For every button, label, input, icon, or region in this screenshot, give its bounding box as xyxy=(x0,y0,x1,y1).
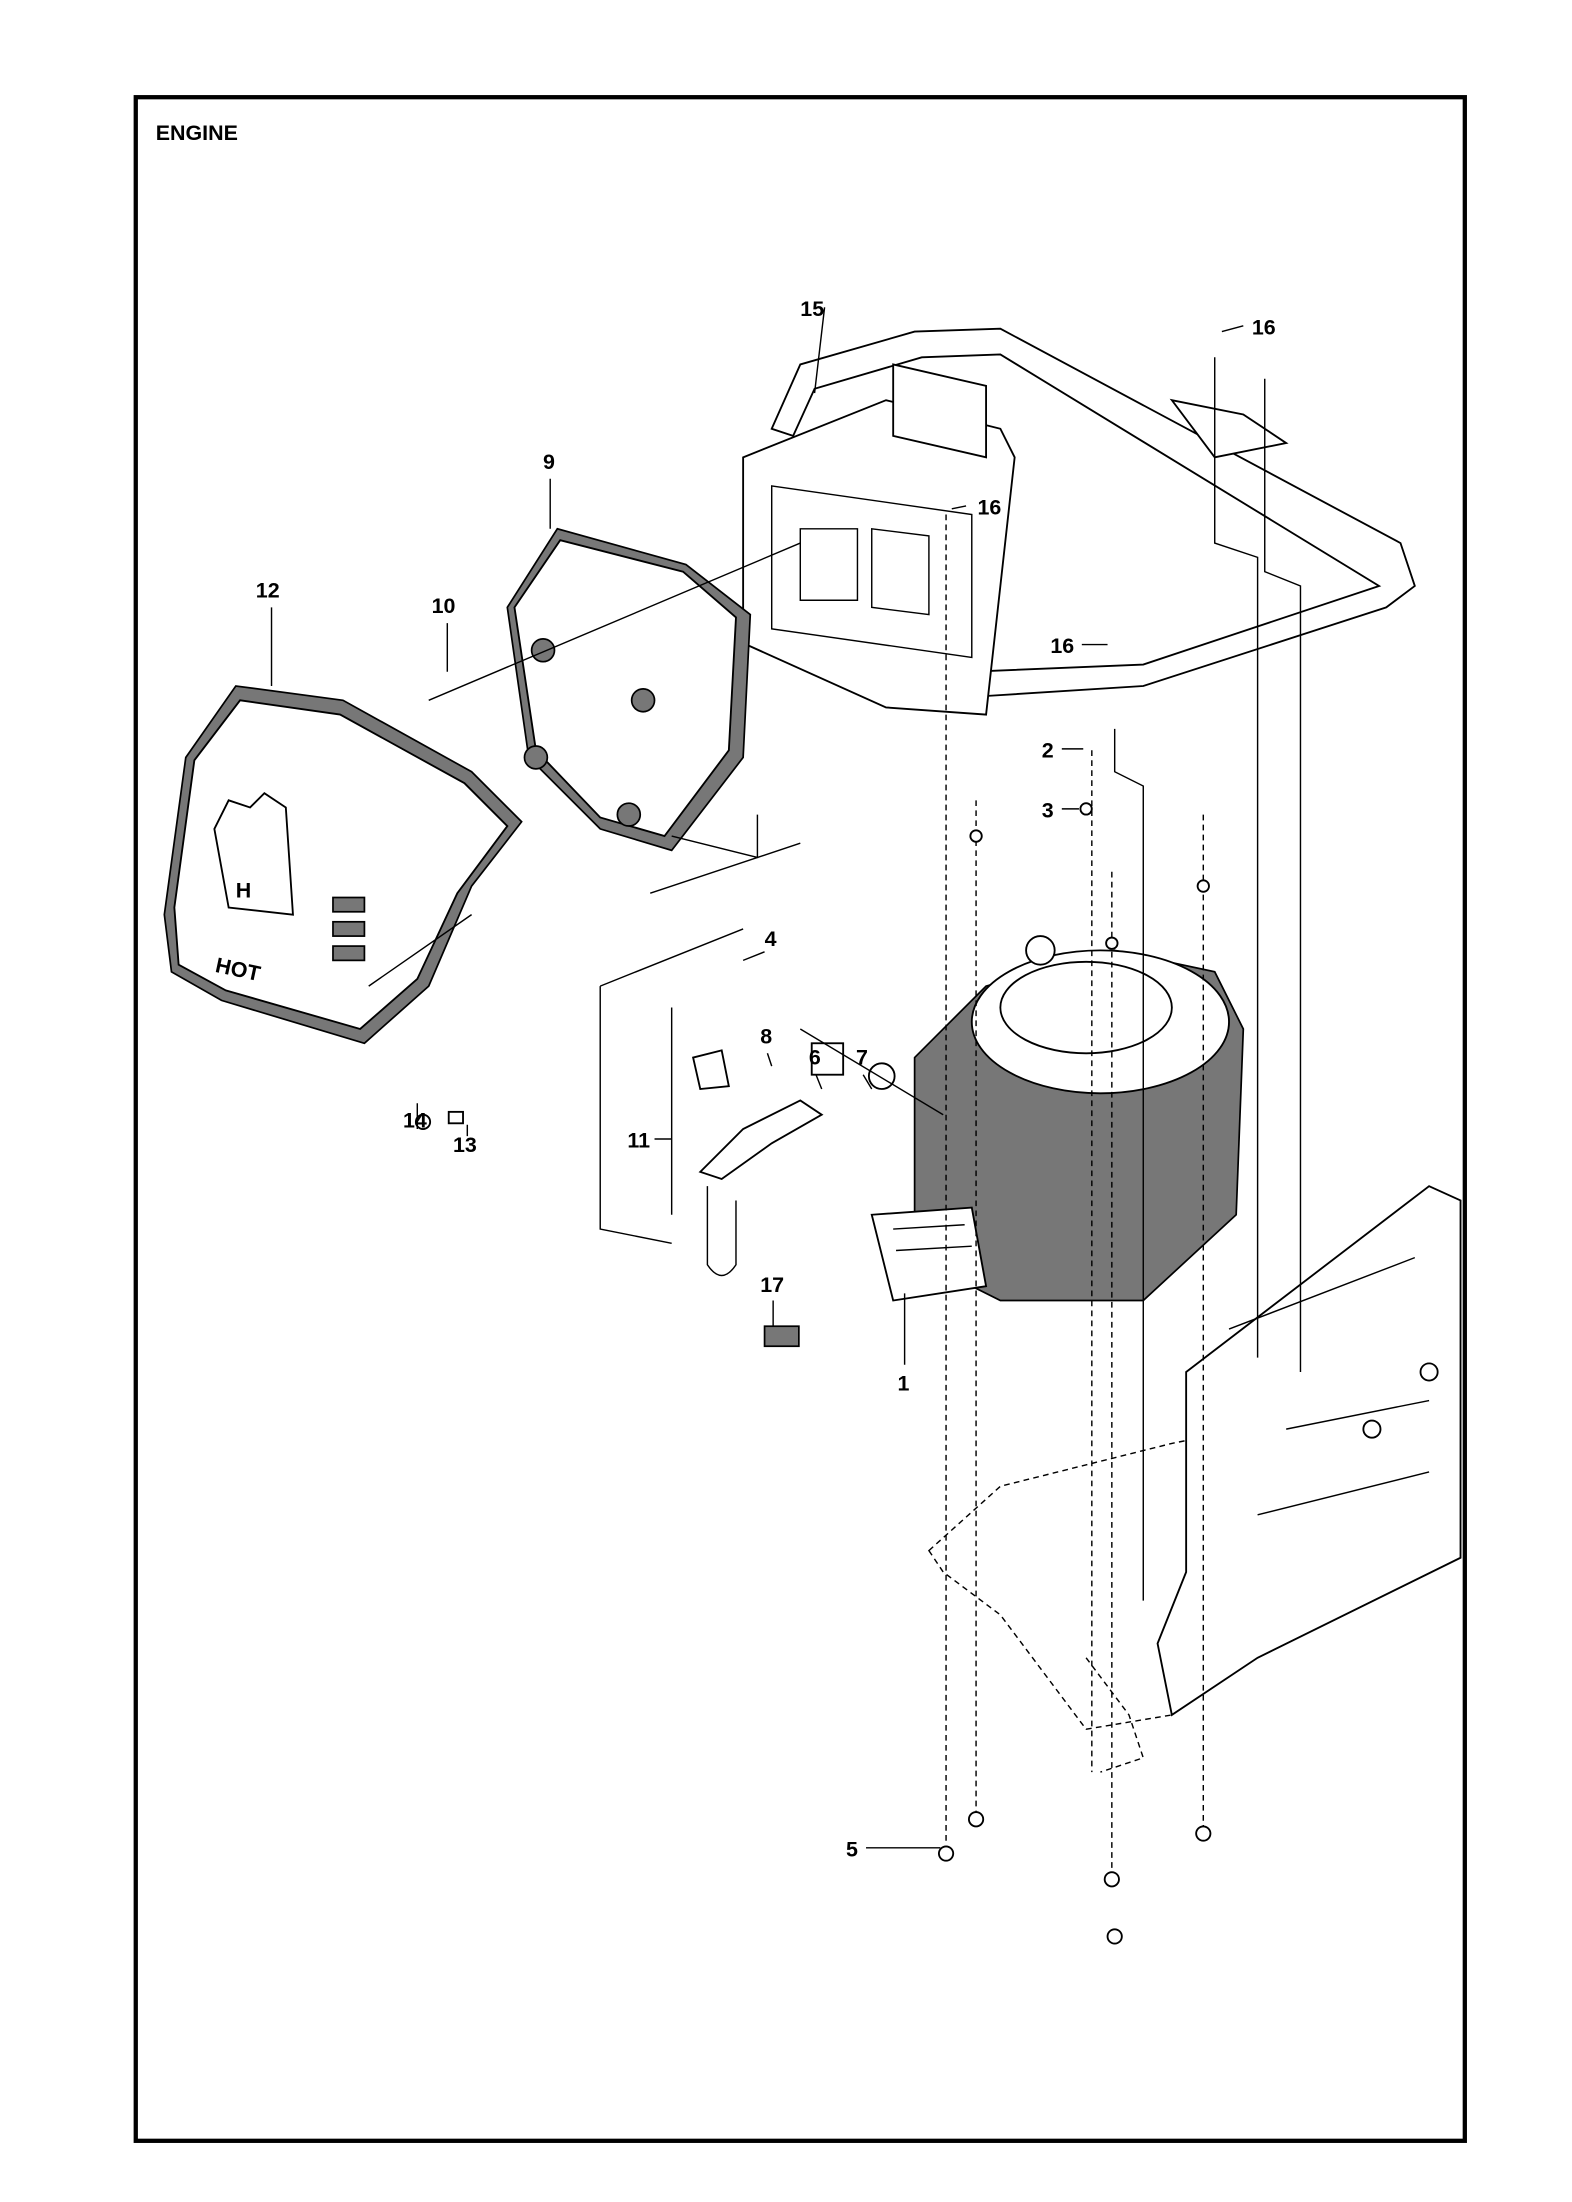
chassis-frame xyxy=(927,1185,1462,1773)
callout-11: 11 xyxy=(627,1129,650,1153)
callout-4: 4 xyxy=(765,927,777,951)
inner-cover-9 xyxy=(506,527,752,852)
callout-1: 1 xyxy=(897,1372,909,1396)
exhaust-pipe-kit-11 xyxy=(692,1042,896,1277)
callout-14: 14 xyxy=(403,1109,427,1133)
frame-bracket-15 xyxy=(742,327,1416,716)
callout-16: 16 xyxy=(977,496,1001,520)
engine-1 xyxy=(870,935,1245,1302)
callout-3: 3 xyxy=(1042,798,1054,822)
callout-17: 17 xyxy=(760,1273,784,1297)
callout-9: 9 xyxy=(543,450,555,474)
callout-labels: 15 16 9 16 12 10 16 2 3 4 8 6 7 11 14 13… xyxy=(256,297,1276,1862)
callout-2: 2 xyxy=(1042,738,1054,762)
callout-10: 10 xyxy=(432,594,456,618)
diagram-title: ENGINE xyxy=(156,121,238,145)
hood-brand-logo: H xyxy=(236,878,251,902)
callout-13: 13 xyxy=(453,1133,477,1157)
hood-cover-12: H HOT xyxy=(163,685,523,1045)
callout-8: 8 xyxy=(760,1024,772,1048)
diagram-frame xyxy=(133,95,1467,2143)
connector-17 xyxy=(763,1325,800,1348)
callout-7: 7 xyxy=(856,1046,868,1070)
fastener-lines xyxy=(270,307,1302,1945)
callout-5: 5 xyxy=(846,1837,858,1861)
callout-12: 12 xyxy=(256,578,280,602)
callout-16: 16 xyxy=(1252,315,1276,339)
callout-15: 15 xyxy=(800,297,824,321)
callout-6: 6 xyxy=(809,1046,821,1070)
callout-16: 16 xyxy=(1050,634,1074,658)
